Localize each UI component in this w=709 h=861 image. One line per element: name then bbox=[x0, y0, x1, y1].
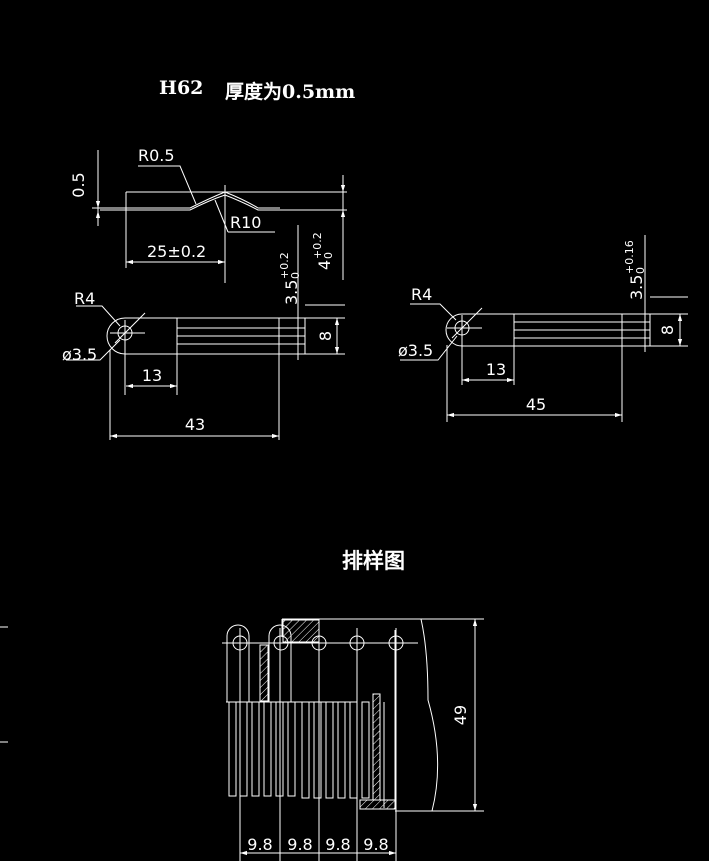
strip-width-label: 49 bbox=[451, 705, 470, 725]
height-dim-tol-lower: 0 bbox=[322, 252, 335, 259]
left-radius-label: R4 bbox=[74, 289, 95, 308]
right-width-label: 8 bbox=[658, 325, 677, 335]
height-dim-base: 4 bbox=[315, 260, 334, 270]
left-width-label: 8 bbox=[316, 331, 335, 341]
bend-radius-large-label: R10 bbox=[230, 213, 261, 232]
part-left: 3.5 +0.2 0 R4 ø3.5 8 13 43 bbox=[62, 225, 345, 440]
right-length-label: 45 bbox=[526, 395, 546, 414]
left-length-label: 43 bbox=[185, 415, 205, 434]
pitch-label-2: 9.8 bbox=[287, 835, 312, 854]
right-hole-label: ø3.5 bbox=[398, 341, 433, 360]
profile-view: 0.5 R0.5 R10 25±0.2 4 +0.2 0 bbox=[69, 146, 347, 283]
left-slot-dim-tol-upper: +0.2 bbox=[278, 252, 291, 279]
pitch-label-4: 9.8 bbox=[363, 835, 388, 854]
right-slot-dim-tol-lower: 0 bbox=[634, 267, 647, 274]
thickness-title: 厚度为0.5mm bbox=[225, 81, 356, 103]
strip-layout: 49 9.8 9.8 9.8 9.8 bbox=[0, 618, 484, 861]
bend-radius-small-label: R0.5 bbox=[138, 146, 175, 165]
left-slot-dim-tol-lower: 0 bbox=[289, 272, 302, 279]
right-hole-to-slot-label: 13 bbox=[486, 360, 506, 379]
height-dim-tol-upper: +0.2 bbox=[311, 232, 324, 259]
offset-dim-label: 25±0.2 bbox=[147, 242, 206, 261]
layout-title: 排样图 bbox=[342, 548, 405, 573]
right-radius-label: R4 bbox=[411, 285, 432, 304]
right-slot-dim-tol-upper: +0.16 bbox=[623, 240, 636, 274]
right-slot-dim-base: 3.5 bbox=[627, 275, 646, 300]
thickness-dim-label: 0.5 bbox=[69, 172, 88, 197]
pitch-label-3: 9.8 bbox=[325, 835, 350, 854]
part-right: 3.5 +0.16 0 R4 ø3.5 8 13 45 bbox=[398, 235, 688, 422]
material-title: H62 bbox=[159, 77, 204, 99]
pitch-label-1: 9.8 bbox=[247, 835, 272, 854]
left-slot-dim-base: 3.5 bbox=[282, 280, 301, 305]
left-hole-to-slot-label: 13 bbox=[142, 366, 162, 385]
left-hole-label: ø3.5 bbox=[62, 345, 97, 364]
